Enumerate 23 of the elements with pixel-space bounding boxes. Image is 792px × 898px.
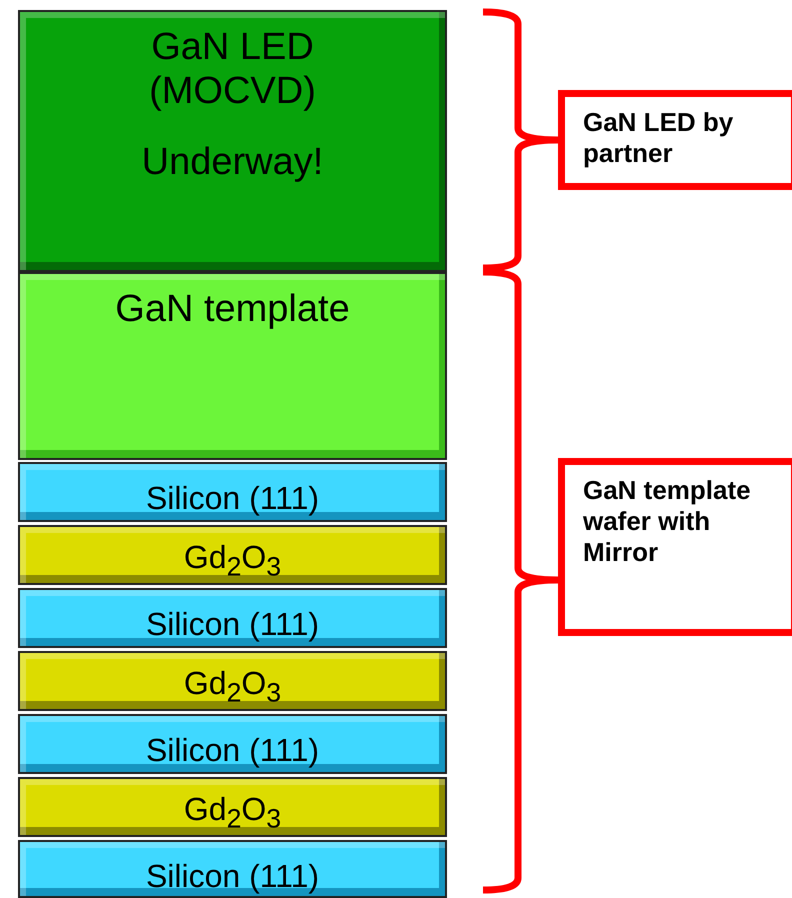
- layer-label: Silicon (111): [144, 734, 320, 766]
- layer-label: Gd$_{2}$O$_{3}$: [182, 541, 282, 580]
- layer-block: [18, 525, 447, 585]
- layer-label: Silicon (111): [144, 482, 320, 514]
- layer-block: [18, 840, 447, 898]
- layer-block: [18, 714, 447, 774]
- callout-box: [558, 458, 792, 636]
- layer-block: [18, 462, 447, 522]
- layer-label: Gd$_{2}$O$_{3}$: [182, 793, 282, 832]
- layer-block: [18, 651, 447, 711]
- callout-text: GaN template wafer with Mirror: [583, 475, 751, 568]
- layer-block: [18, 588, 447, 648]
- layer-label: Underway!: [140, 141, 324, 186]
- callout-text: GaN LED by partner: [583, 107, 734, 168]
- layer-label: GaN template: [114, 288, 351, 332]
- layer-label: Silicon (111): [144, 860, 320, 892]
- layer-label: GaN LED (MOCVD): [148, 26, 317, 114]
- layer-block: [18, 272, 447, 460]
- layer-label: Silicon (111): [144, 608, 320, 640]
- layer-block: [18, 10, 447, 272]
- layer-label: Gd$_{2}$O$_{3}$: [182, 667, 282, 706]
- callout-box: [558, 90, 792, 190]
- layer-block: [18, 777, 447, 837]
